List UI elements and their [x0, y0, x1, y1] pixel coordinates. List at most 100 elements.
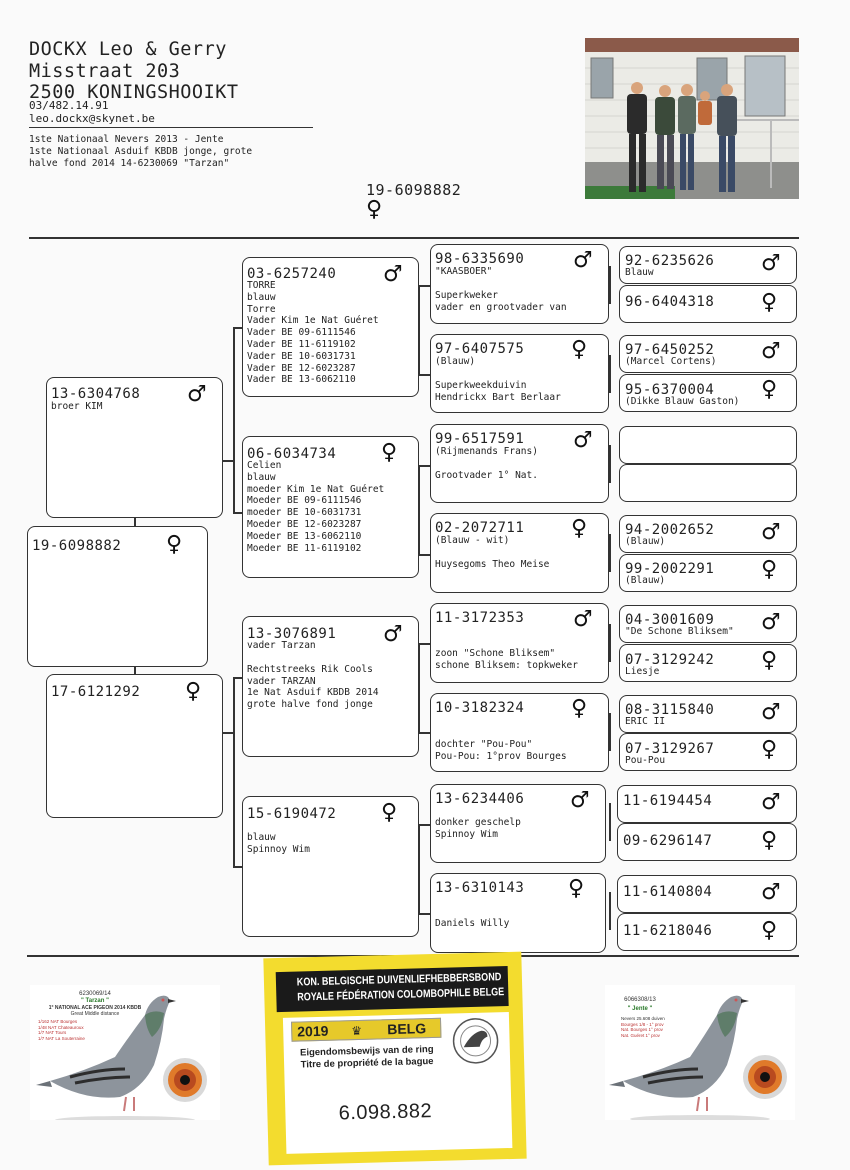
female-icon: ♀: [568, 876, 585, 901]
detail-line: vader TARZAN: [247, 675, 316, 687]
g5-ring: 11-6194454: [623, 793, 713, 809]
female-icon: ♀: [761, 290, 778, 315]
ssd-ring: 97-6407575: [435, 341, 525, 357]
connector: [418, 732, 430, 734]
detail-line: Moeder BE 09-6111546: [247, 495, 362, 507]
breeder-phone: 03/482.14.91: [29, 99, 109, 112]
female-icon: ♀: [366, 197, 383, 222]
female-icon: ♀: [166, 532, 183, 557]
detail-line: [435, 906, 509, 918]
detail-line: vader en grootvader van: [435, 301, 567, 313]
female-icon: ♀: [185, 679, 202, 704]
ssd-box: 97-6407575 ♀ (Blauw) Superkweekduivin He…: [430, 334, 609, 413]
g5-box: 94-2002652(Blauw)♂: [619, 515, 797, 553]
g5-sub: Blauw: [625, 267, 654, 278]
connector: [418, 824, 430, 826]
detail-line: Hendrickx Bart Berlaar: [435, 391, 561, 403]
female-icon: ♀: [761, 557, 778, 582]
ring-certificate: KON. BELGISCHE DUIVENLIEFHEBBERSBOND ROY…: [263, 951, 527, 1166]
result-line: 1/162 NAT Bourges: [38, 1019, 78, 1024]
crown-icon: ♛: [351, 1023, 363, 1039]
connector: [609, 713, 611, 751]
detail-line: Vader BE 13-6062110: [247, 374, 356, 386]
connector: [418, 913, 430, 915]
dam-box: 17-6121292 ♀: [46, 674, 223, 818]
connector: [233, 512, 244, 514]
female-icon: ♀: [761, 737, 778, 762]
connector: [609, 892, 611, 930]
female-icon: ♀: [381, 440, 398, 465]
detail-line: [435, 547, 549, 559]
breeder-city: 2500 KONINGSHOOIKT: [29, 82, 239, 103]
result-line: Bourges 1/8 - 1° prov: [621, 1021, 664, 1027]
detail-line: (Rijmenands Frans): [435, 446, 538, 457]
dds-details: donker geschelp Spinnoy Wim: [435, 817, 521, 841]
male-icon: ♂: [761, 339, 781, 364]
detail-line: Moeder BE 13-6062110: [247, 530, 362, 542]
subject-box: 19-6098882 ♀: [27, 526, 208, 667]
result-line: Nat. Bourges 1° prov: [621, 1027, 663, 1032]
detail-line: Vader BE 12-6023287: [247, 362, 356, 374]
g5-ring: 99-2002291: [625, 561, 715, 577]
tarzan-title: 1° NATIONAL ACE PIGEON 2014 KBDB: [48, 1005, 142, 1011]
female-icon: ♀: [381, 800, 398, 825]
g5-ring: 07-3129242: [625, 652, 715, 668]
connector: [418, 465, 430, 467]
detail-line: moeder BE 10-6031731: [247, 507, 362, 519]
ddd-box: 13-6310143 ♀ Daniels Willy: [430, 873, 606, 953]
g5-sub: Pou-Pou: [625, 755, 666, 766]
male-icon: ♂: [573, 607, 593, 632]
detail-line: Vader Kim 1e Nat Guéret: [247, 315, 379, 327]
detail-line: vader Tarzan: [247, 640, 316, 651]
dd-details: blauw Spinnoy Wim: [247, 820, 310, 856]
female-icon: ♀: [571, 337, 588, 362]
connector: [233, 327, 235, 513]
connector: [222, 732, 234, 734]
result-line: Nevers 25.608 duiven: [621, 1016, 665, 1021]
dam-ring: 17-6121292: [51, 684, 141, 700]
certificate-panel: 2019 ♛ BELG Eigendomsbewijs van de ring …: [282, 1012, 513, 1154]
detail-line: dochter "Pou-Pou": [435, 739, 533, 750]
detail-line: blauw: [247, 832, 276, 843]
dsd-ring: 10-3182324: [435, 700, 525, 716]
sds-box: 99-6517591 ♂ (Rijmenands Frans) Grootvad…: [430, 424, 609, 503]
detail-line: Vader BE 10-6031731: [247, 350, 356, 362]
connector: [233, 677, 235, 867]
detail-line: Celien: [247, 460, 282, 471]
detail-line: [247, 820, 310, 832]
detail-line: Huysegoms Theo Meise: [435, 558, 550, 570]
achievement-3: halve fond 2014 14-6230069 "Tarzan": [29, 158, 230, 169]
g5-box: 04-3001609"De Schone Bliksem"♂: [619, 605, 797, 643]
g5-ring: 11-6218046: [623, 923, 713, 939]
connector: [609, 534, 611, 572]
g5-box: 95-6370004(Dikke Blauw Gaston)♀: [619, 374, 797, 412]
g5-ring: 04-3001609: [625, 612, 715, 628]
g5-box: 11-6194454♂: [617, 785, 797, 823]
dss-details: zoon "Schone Bliksem" schone Bliksem: to…: [435, 625, 578, 672]
subject-ring: 19-6098882: [32, 538, 122, 554]
ss-ring: 03-6257240: [247, 266, 337, 282]
connector: [222, 460, 234, 462]
detail-line: Spinnoy Wim: [247, 843, 310, 855]
ring-country: BELG: [387, 1020, 427, 1038]
dss-ring: 11-3172353: [435, 610, 525, 626]
g5-box: [619, 464, 797, 502]
ssd-details: (Blauw) Superkweekduivin Hendrickx Bart …: [435, 356, 561, 403]
sdd-details: (Blauw - wit) Huysegoms Theo Meise: [435, 535, 549, 571]
detail-line: [435, 278, 567, 290]
sds-ring: 99-6517591: [435, 431, 525, 447]
breeder-name: DOCKX Leo & Gerry: [29, 39, 227, 60]
sire-note: broer KIM: [51, 401, 103, 412]
g5-sub: "De Schone Bliksem": [625, 626, 734, 637]
g5-box: [619, 426, 797, 464]
g5-box: 97-6450252(Marcel Cortens)♂: [619, 335, 797, 373]
detail-line: moeder Kim 1e Nat Guéret: [247, 483, 385, 495]
detail-line: Grootvader 1° Nat.: [435, 469, 538, 481]
pedigree-ring: 19-6098882: [366, 181, 462, 199]
g5-ring: 09-6296147: [623, 833, 713, 849]
detail-line: donker geschelp: [435, 817, 521, 828]
ss-details: TORRE blauw Torre Vader Kim 1e Nat Guére…: [247, 280, 379, 386]
jente-results: Nevers 25.608 duiven Bourges 1/8 - 1° pr…: [621, 1016, 665, 1038]
sdd-ring: 02-2072711: [435, 520, 525, 536]
